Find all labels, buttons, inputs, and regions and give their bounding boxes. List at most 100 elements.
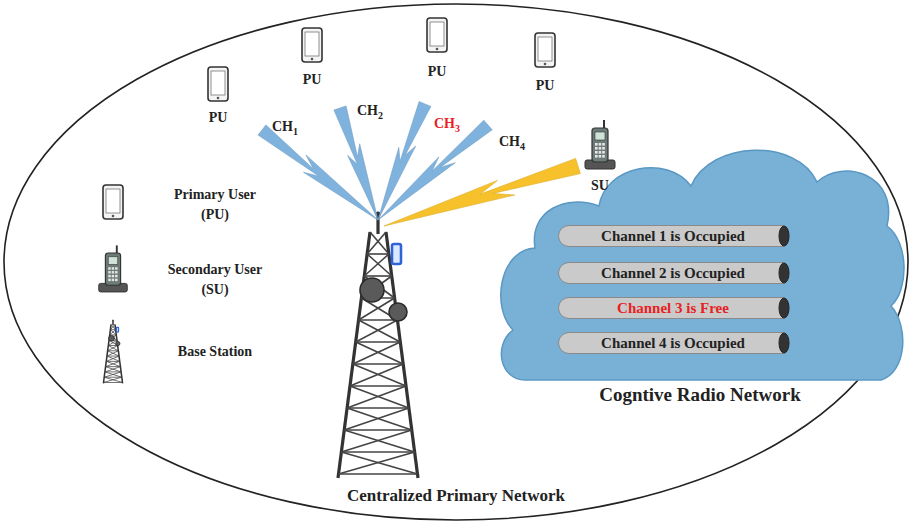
tower-rung (104, 377, 122, 378)
channel-label: CH2 (357, 103, 383, 121)
phone-key (115, 271, 117, 273)
tower-brace (110, 330, 116, 335)
tower-brace (108, 351, 119, 356)
phone-key (602, 151, 605, 154)
phone-key (112, 267, 114, 269)
base-station-tower (103, 319, 122, 383)
region-title: Centralized Primary Network (0, 485, 912, 507)
tower-brace (350, 386, 409, 408)
tower-brace (107, 356, 120, 361)
phone-key (115, 275, 117, 277)
phone-key (115, 267, 117, 269)
phone-key (108, 271, 110, 273)
tower-brace (359, 320, 401, 342)
microwave-dish (116, 341, 120, 345)
legend-text: Primary User (PU) (159, 185, 271, 225)
tower-brace (104, 372, 121, 377)
phone-key (108, 279, 110, 281)
phone-screen (538, 37, 552, 61)
channel-label: CH1 (272, 119, 298, 137)
pipe-body (559, 298, 785, 319)
tower-brace (106, 361, 120, 366)
tower-rung (353, 363, 403, 365)
tower-brace (108, 346, 118, 351)
tower-brace (107, 351, 118, 356)
channel-status: Channel 4 is Occupied (558, 332, 774, 354)
phone-button (217, 97, 220, 100)
channel-status: Channel 3 is Free (558, 297, 774, 319)
tower-rung (364, 275, 391, 277)
phone-button (112, 215, 115, 218)
cloud-region: Cogntive Radio NetworkChannel 1 is Occup… (495, 130, 905, 385)
antenna-panel (392, 244, 401, 264)
tower-leg (338, 232, 370, 478)
tower-brace (350, 364, 403, 386)
tower-brace (367, 232, 386, 254)
tower-leg (115, 324, 123, 383)
user-label: PU (536, 78, 555, 94)
phone-screen (108, 257, 118, 265)
secondary-user-phone (585, 120, 615, 169)
primary-user-phone (535, 33, 555, 67)
tower-rung (104, 382, 123, 383)
tower-brace (106, 356, 119, 361)
tower-rung (367, 253, 389, 255)
tower-leg (103, 324, 111, 383)
tower-rung (105, 371, 121, 372)
tower-tip (112, 319, 113, 320)
tower-brace (106, 367, 122, 372)
channel-status: Channel 2 is Occupied (558, 262, 774, 284)
tower-brace (364, 254, 389, 276)
tower-brace (344, 430, 414, 452)
tower-leg (386, 232, 418, 478)
tower-brace (353, 364, 406, 386)
tower-brace (106, 361, 120, 366)
region-title: Cogntive Radio Network (475, 384, 912, 406)
microwave-dish (389, 303, 407, 321)
tower-brace (347, 386, 406, 408)
pipe-end (779, 333, 789, 353)
channel-label: CH3 (434, 116, 460, 134)
tower-brace (339, 452, 415, 474)
tower-mast (112, 320, 114, 325)
phone-key (595, 147, 598, 150)
tower-brace (356, 342, 403, 364)
user-label: PU (428, 64, 447, 80)
primary-user-phone (427, 18, 447, 52)
pipe-body (559, 263, 785, 284)
tower-brace (105, 372, 122, 377)
tower-brace (105, 367, 121, 372)
phone-key (599, 155, 602, 158)
phone-body (592, 128, 608, 162)
tower-brace (110, 330, 116, 335)
tower-brace (353, 342, 400, 364)
base-station-tower (338, 212, 418, 479)
primary-user-phone (103, 185, 123, 219)
tower-brace (111, 324, 116, 329)
pipe-end (779, 263, 789, 283)
phone-body (535, 33, 555, 67)
tower-brace (110, 324, 115, 329)
tower-rung (106, 366, 121, 367)
channel-band: Channel 4 is Occupied (558, 332, 790, 354)
phone-button (436, 48, 439, 51)
phone-key (599, 147, 602, 150)
channel-band: Channel 1 is Occupied (558, 225, 790, 247)
tower-rung (359, 319, 398, 321)
signal-bolt (334, 106, 378, 220)
tower-rung (356, 341, 401, 343)
channel-status: Channel 1 is Occupied (558, 225, 774, 247)
phone-key (112, 279, 114, 281)
phone-screen (595, 132, 605, 140)
primary-user-phone (302, 28, 322, 62)
pipe-end (779, 226, 789, 246)
pipe-end (779, 298, 789, 318)
microwave-dish (109, 335, 115, 341)
primary-user-phone (208, 67, 228, 101)
tower-rung (347, 407, 409, 409)
signal-bolt (378, 102, 431, 220)
channel-label: CH4 (499, 134, 525, 152)
